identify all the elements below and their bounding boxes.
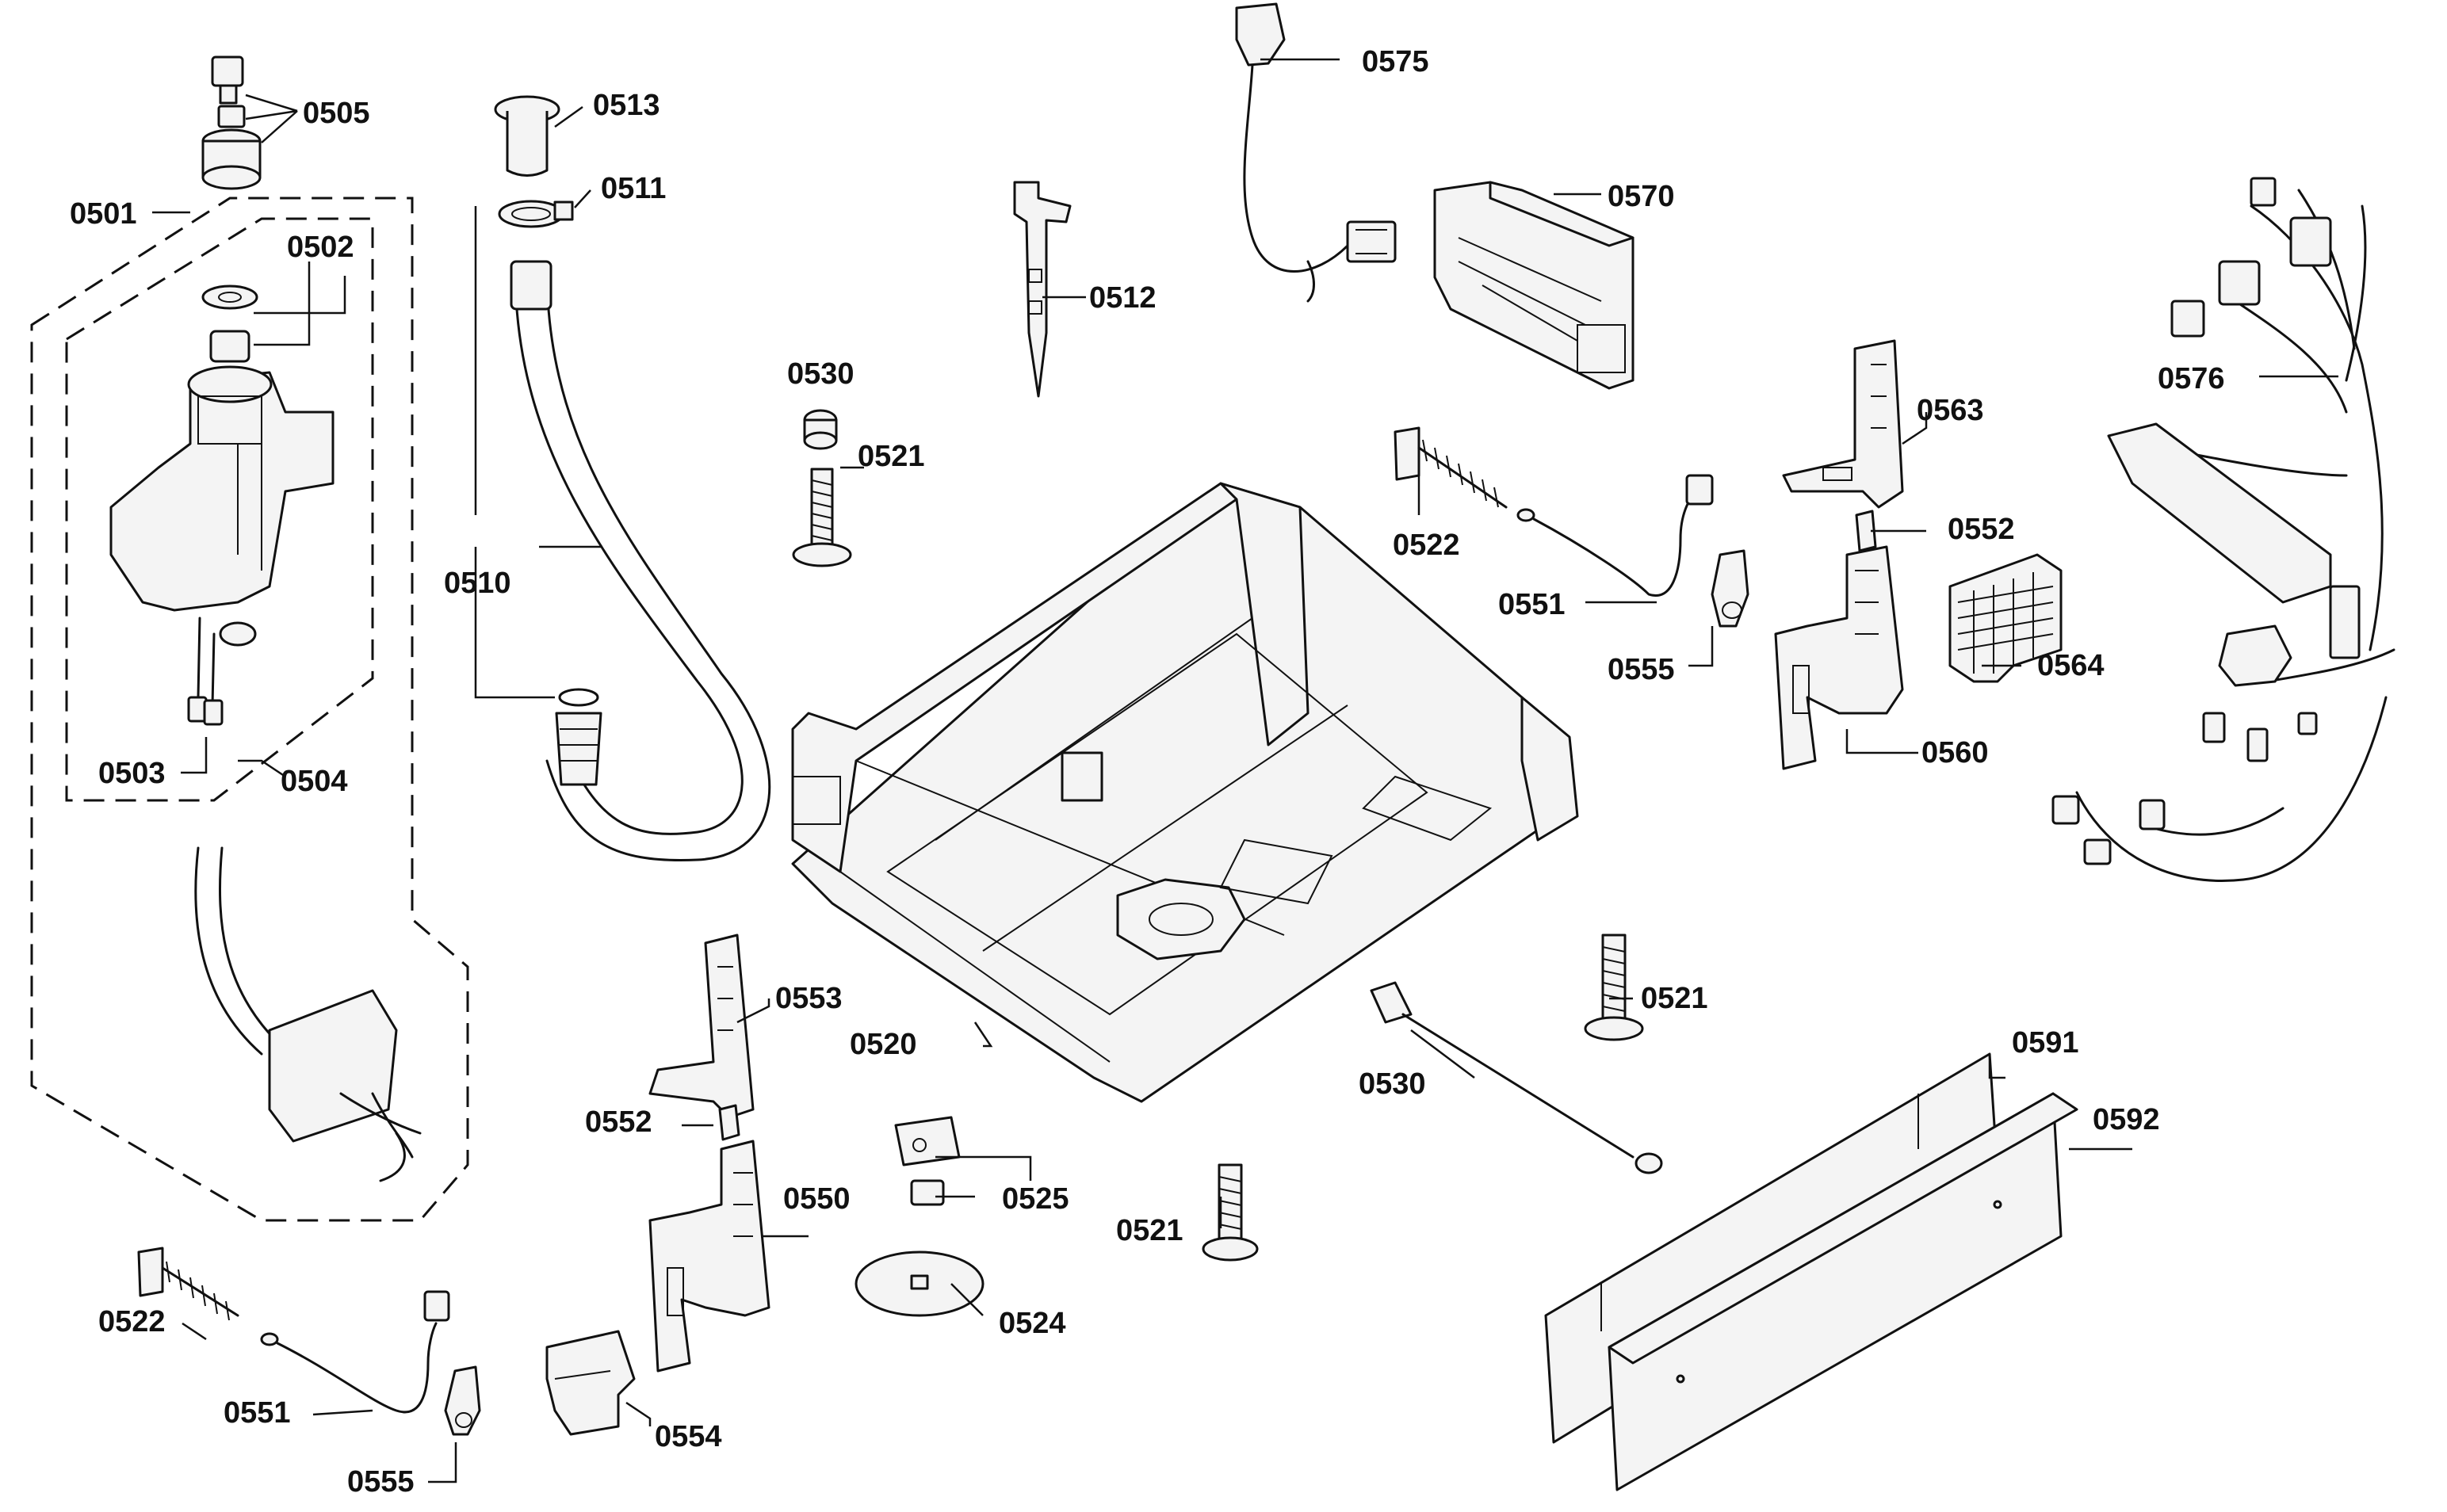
screw-foot-0521-b	[1584, 934, 1644, 1041]
callout-0560: 0560	[1921, 736, 1989, 769]
callout-0520: 0520	[850, 1028, 917, 1061]
callout-0551-b: 0551	[1498, 588, 1566, 621]
callout-0554: 0554	[655, 1420, 722, 1453]
callout-0555-b: 0555	[1608, 653, 1675, 686]
bracket-0512	[1013, 181, 1072, 398]
wiring-harness-0576	[2051, 177, 2395, 882]
callout-0530-b: 0530	[1359, 1067, 1426, 1101]
bracket-0554	[545, 1330, 636, 1436]
leader-lines	[152, 58, 2338, 1483]
callout-0522-a: 0522	[98, 1305, 166, 1338]
spring-0522-a	[137, 1247, 279, 1346]
drain-hose-0510	[510, 260, 771, 862]
plinth-0592	[1608, 1092, 2078, 1491]
assembly-outline-0502	[65, 217, 374, 802]
rod-0530-b	[1370, 981, 1663, 1174]
power-cord-0575	[1235, 2, 1397, 303]
callout-0552-a: 0552	[585, 1105, 652, 1139]
callout-0522-b: 0522	[1393, 529, 1460, 562]
clip-0552-a	[718, 1104, 740, 1141]
callout-0510: 0510	[444, 567, 511, 600]
callout-0551-a: 0551	[224, 1396, 291, 1430]
washer-0502	[201, 284, 258, 363]
callout-0575: 0575	[1362, 45, 1429, 78]
callout-0564: 0564	[2037, 649, 2105, 682]
callout-labels: 0505 0501 0502 0503 0504 0513 0511 0510 …	[70, 45, 2225, 1499]
callout-0504: 0504	[281, 765, 348, 798]
cable-0551-a	[276, 1290, 450, 1414]
screw-foot-0521-a	[792, 468, 852, 567]
callout-0555-a: 0555	[347, 1465, 415, 1499]
callout-0511: 0511	[601, 172, 666, 205]
callout-0521-c: 0521	[1116, 1214, 1183, 1247]
callout-0550: 0550	[783, 1182, 851, 1216]
callout-0503: 0503	[98, 757, 166, 790]
clip-0555-a	[444, 1365, 481, 1436]
hinge-bracket-0553	[648, 934, 755, 1119]
cable-0551-b	[1532, 474, 1714, 598]
callout-0505: 0505	[303, 97, 370, 130]
callout-0530-a: 0530	[787, 357, 855, 391]
callout-0501: 0501	[70, 197, 137, 231]
clip-0552-b	[1855, 510, 1877, 552]
coupler-0525	[894, 1116, 961, 1206]
hose-clamp-0511	[498, 200, 574, 228]
screw-foot-0521-c	[1202, 1163, 1259, 1262]
bracket-0560	[1774, 545, 1904, 770]
callout-0552-b: 0552	[1948, 513, 2015, 546]
callout-0570: 0570	[1608, 180, 1675, 213]
sleeve-0513	[494, 95, 560, 177]
fitting-0505	[201, 55, 262, 190]
callout-0553: 0553	[775, 982, 843, 1015]
callout-0525: 0525	[1002, 1182, 1069, 1216]
callout-0592: 0592	[2093, 1103, 2160, 1136]
disc-0524	[855, 1250, 985, 1317]
base-frame-0520	[791, 482, 1579, 1103]
inlet-valve-0502	[109, 365, 335, 726]
bracket-0550	[648, 1140, 770, 1373]
callout-0524: 0524	[999, 1307, 1066, 1340]
control-module-0570	[1433, 181, 1635, 390]
spring-0522-b	[1394, 426, 1535, 522]
callout-0521-b: 0521	[1641, 982, 1708, 1015]
clip-0555-b	[1711, 549, 1749, 628]
callout-0512: 0512	[1089, 281, 1157, 315]
callout-0521-a: 0521	[858, 440, 925, 473]
callout-0513: 0513	[593, 89, 660, 122]
callout-0591: 0591	[2012, 1026, 2079, 1060]
nut-0530-a	[803, 409, 838, 450]
hinge-bracket-0563	[1782, 339, 1904, 509]
callout-0502: 0502	[287, 231, 354, 264]
assembly-outline-0501	[30, 197, 469, 1222]
callout-0576: 0576	[2158, 362, 2225, 395]
callout-0563: 0563	[1917, 394, 1984, 427]
inlet-hose-0501	[194, 846, 422, 1182]
